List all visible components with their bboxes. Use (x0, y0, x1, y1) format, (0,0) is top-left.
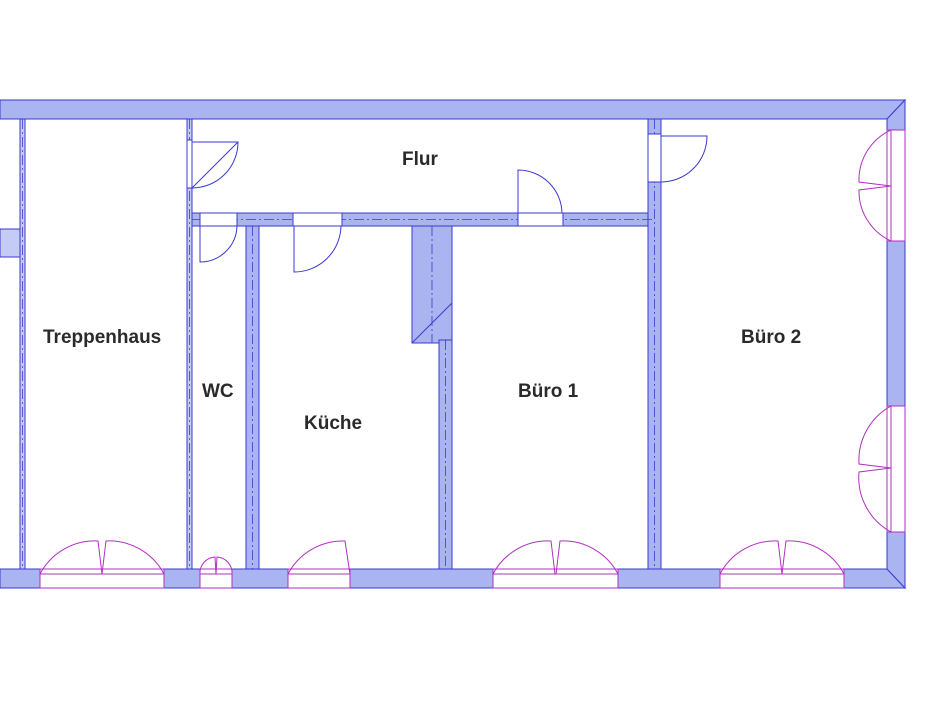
door-buero2 (647, 133, 708, 183)
windows-bottom (39, 540, 845, 589)
label-treppenhaus: Treppenhaus (43, 327, 161, 348)
label-buero2: Büro 2 (741, 327, 801, 348)
doors (186, 133, 708, 344)
corridor-wall (191, 212, 656, 227)
right-wall-middle (886, 240, 906, 407)
label-kueche: Küche (304, 413, 362, 434)
label-flur: Flur (402, 149, 438, 170)
door-kueche (292, 212, 343, 273)
top-wall (0, 99, 907, 120)
label-wc: WC (202, 381, 234, 402)
label-buero1: Büro 1 (518, 381, 579, 402)
door-stair-flur (186, 139, 239, 189)
windows-right (858, 129, 906, 533)
door-wc (199, 212, 238, 263)
room-labels: Flur Treppenhaus WC Küche Büro 1 Büro 2 (43, 149, 801, 434)
exterior-walls (0, 98, 907, 590)
door-buero1 (517, 169, 564, 227)
left-stub (0, 228, 23, 258)
